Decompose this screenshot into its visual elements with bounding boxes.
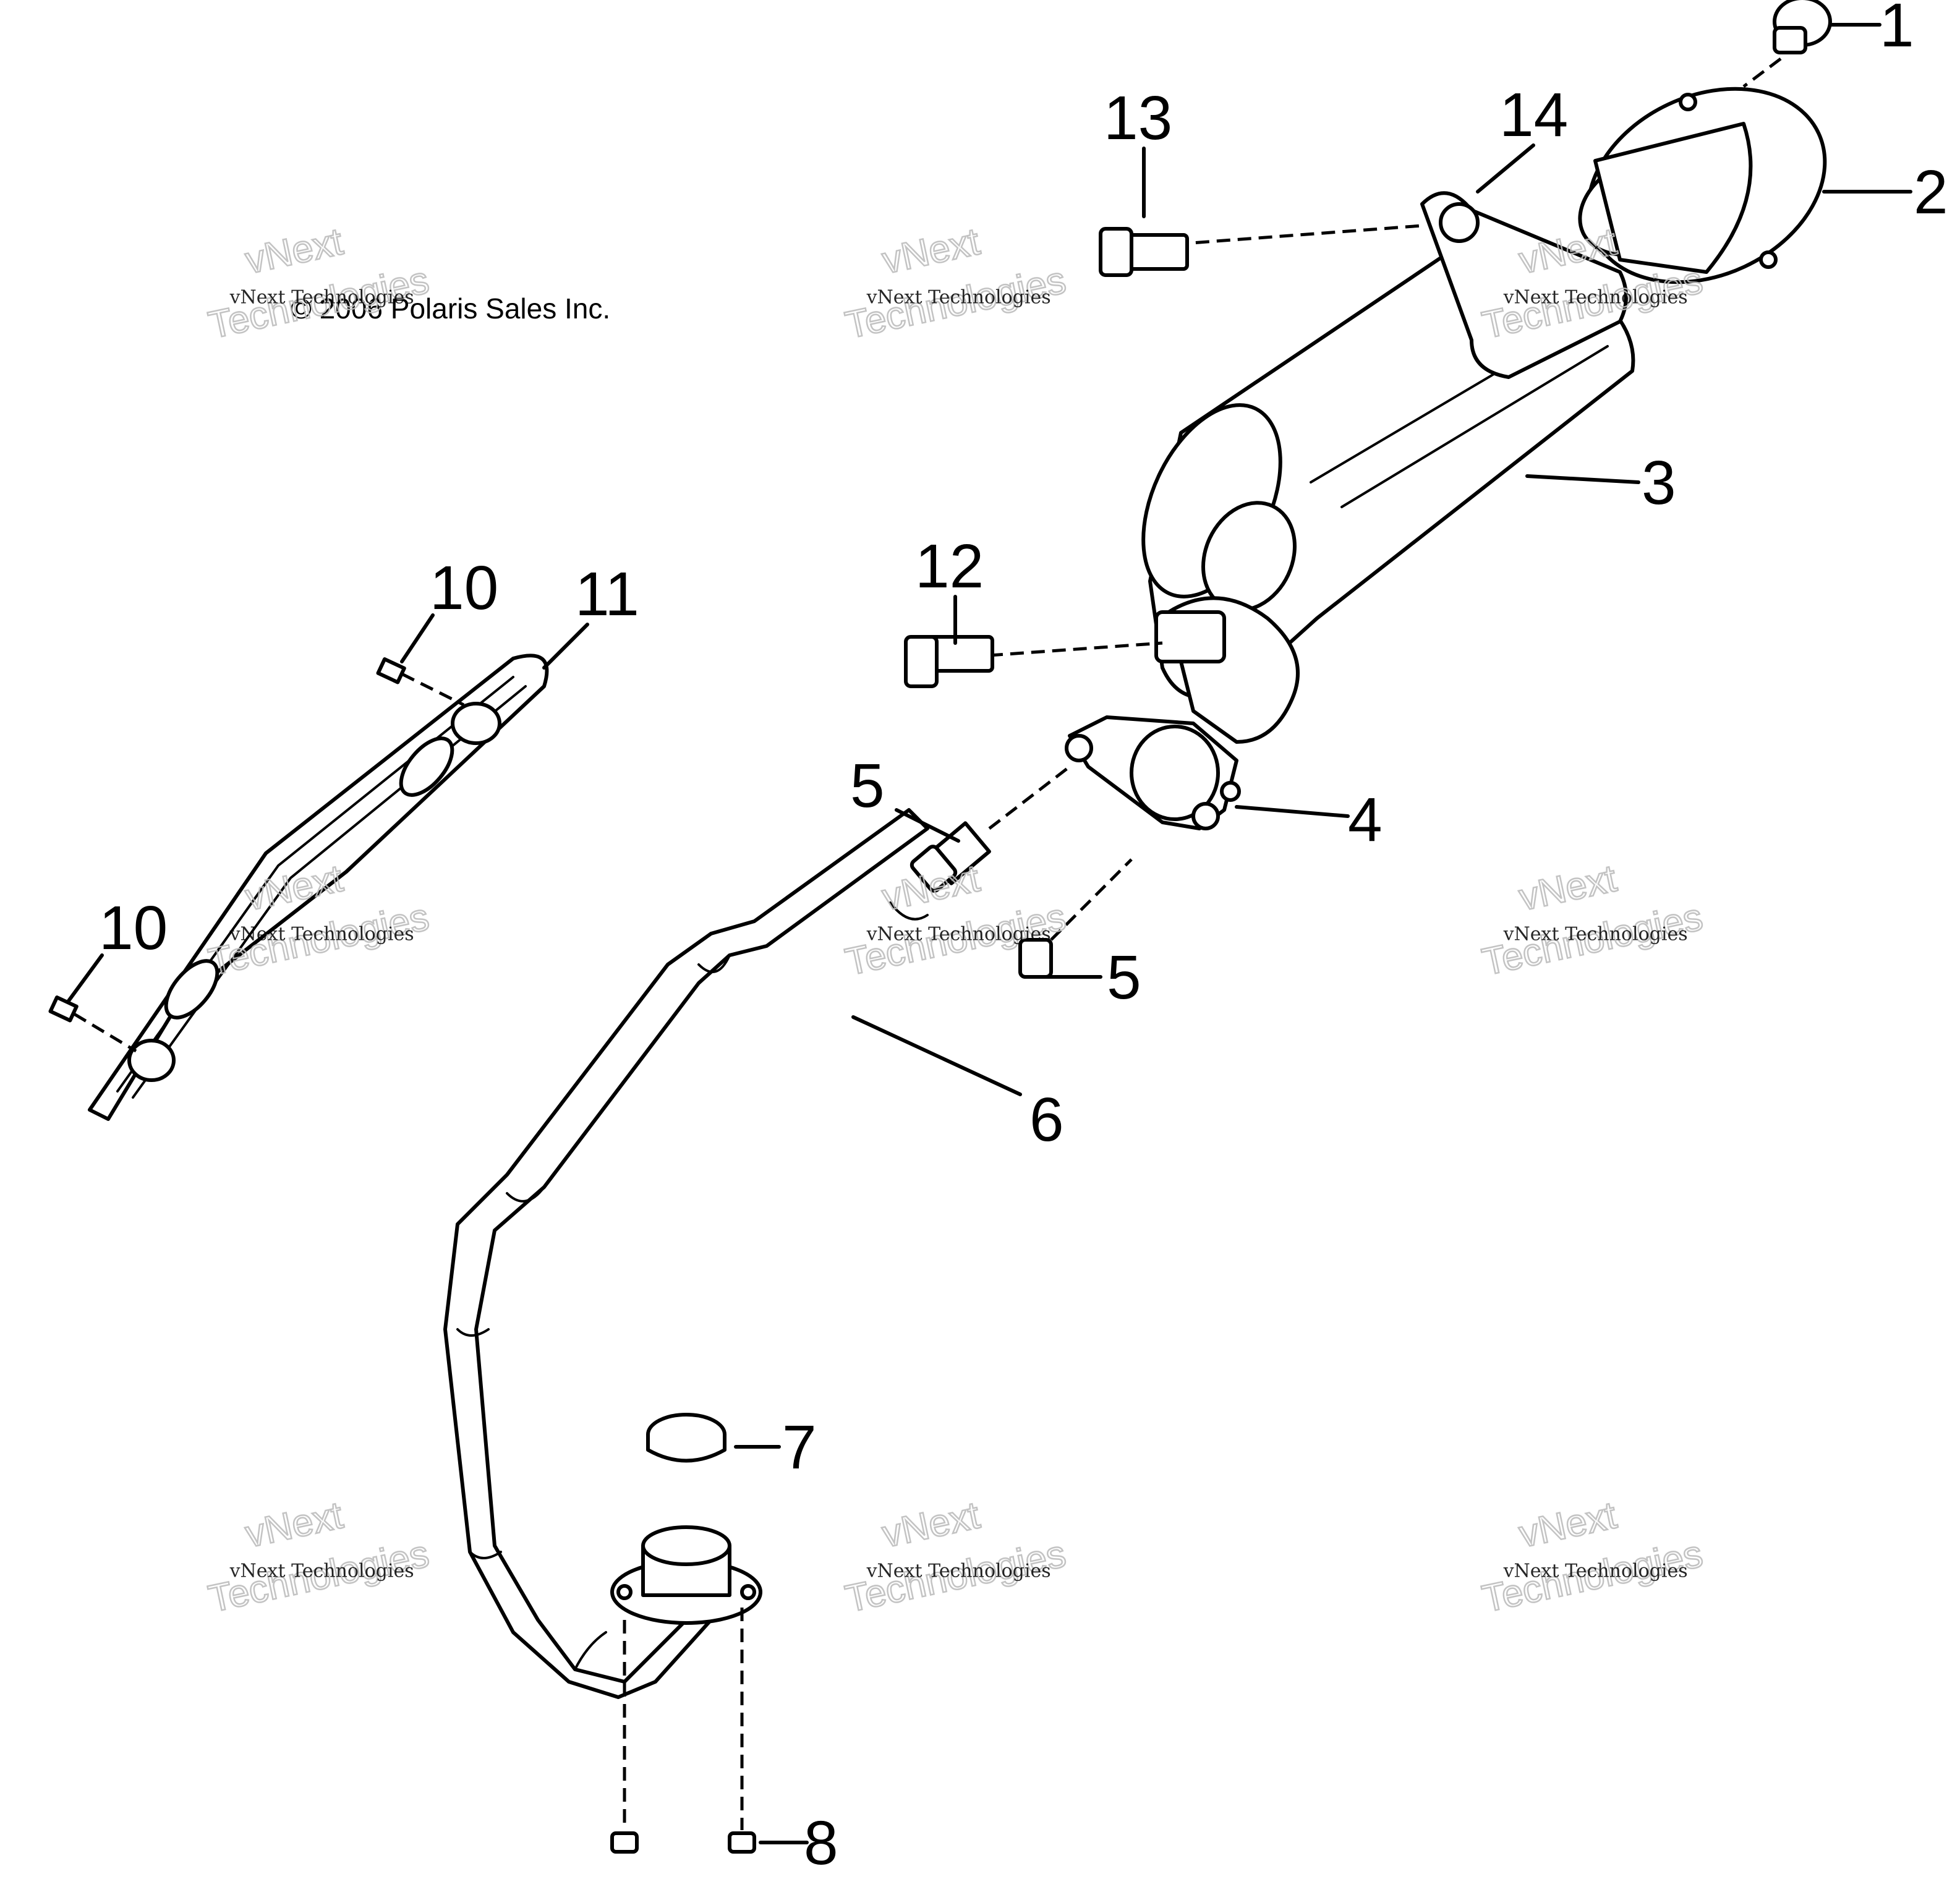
muffler — [1141, 191, 1635, 744]
leader-lines — [66, 23, 1912, 1844]
svg-text:vNext Technologies: vNext Technologies — [229, 286, 414, 308]
watermark: vNext Technologies vNext Technologies — [841, 219, 1070, 348]
svg-text:vNext Technologies: vNext Technologies — [1503, 923, 1688, 945]
svg-text:vNext: vNext — [1515, 1494, 1620, 1556]
callout-14: 14 — [1499, 80, 1568, 150]
nut-8-left — [610, 1620, 639, 1854]
callout-3: 3 — [1642, 448, 1676, 518]
bolt-5-upper — [910, 765, 1071, 893]
bolt-12 — [904, 635, 1163, 688]
svg-text:vNext Technologies: vNext Technologies — [1503, 1560, 1688, 1582]
svg-text:vNext Technologies: vNext Technologies — [1503, 286, 1688, 308]
callout-6: 6 — [1029, 1085, 1064, 1154]
svg-text:vNext: vNext — [879, 220, 983, 282]
bolt-13 — [1099, 224, 1423, 277]
svg-text:vNext: vNext — [242, 1494, 346, 1556]
callout-11: 11 — [575, 560, 639, 629]
callout-10-upper: 10 — [430, 553, 498, 623]
callout-5-upper: 5 — [850, 751, 885, 820]
svg-text:vNext: vNext — [879, 1494, 983, 1556]
callout-7: 7 — [782, 1413, 817, 1482]
callout-12: 12 — [915, 532, 984, 601]
svg-text:vNext Technologies: vNext Technologies — [229, 923, 414, 945]
copyright-text: © 2006 Polaris Sales Inc. — [291, 292, 610, 325]
exhaust-gasket — [646, 1413, 726, 1463]
watermark: vNext Technologies vNext Technologies — [1478, 856, 1707, 985]
bolt-1 — [1742, 0, 1832, 88]
nut-8-right — [728, 1608, 756, 1854]
watermark: vNext Technologies vNext Technologies — [204, 219, 433, 348]
callout-4: 4 — [1348, 785, 1383, 854]
spark-arrestor — [1578, 87, 1827, 284]
callout-8: 8 — [804, 1808, 838, 1878]
watermark: vNext Technologies vNext Technologies — [841, 856, 1070, 985]
svg-text:vNext Technologies: vNext Technologies — [866, 923, 1051, 945]
exhaust-port-flange — [610, 1525, 762, 1625]
clamp-flange — [1065, 715, 1241, 830]
svg-text:vNext Technologies: vNext Technologies — [229, 1560, 414, 1582]
heat-shield — [88, 654, 549, 1121]
svg-text:vNext: vNext — [242, 220, 346, 282]
svg-text:vNext Technologies: vNext Technologies — [866, 1560, 1051, 1582]
bolt-10-lower — [48, 995, 137, 1053]
watermark: vNext Technologies vNext Technologies — [204, 1493, 433, 1622]
bolt-10-upper — [376, 657, 465, 707]
svg-text:vNext: vNext — [1515, 857, 1620, 919]
callout-2: 2 — [1914, 158, 1948, 227]
bolt-5-lower — [1018, 858, 1133, 979]
watermark: vNext Technologies vNext Technologies — [841, 1493, 1070, 1622]
callout-5-lower: 5 — [1107, 943, 1141, 1012]
callout-10-lower: 10 — [99, 893, 168, 963]
callout-13: 13 — [1104, 83, 1172, 153]
callout-1: 1 — [1880, 0, 1914, 60]
callout-labels: 1 2 3 4 5 5 6 7 8 10 10 11 12 13 14 — [99, 0, 1948, 1878]
svg-text:vNext: vNext — [879, 857, 983, 919]
svg-text:vNext Technologies: vNext Technologies — [866, 286, 1051, 308]
watermark: vNext Technologies vNext Technologies — [1478, 1493, 1707, 1622]
